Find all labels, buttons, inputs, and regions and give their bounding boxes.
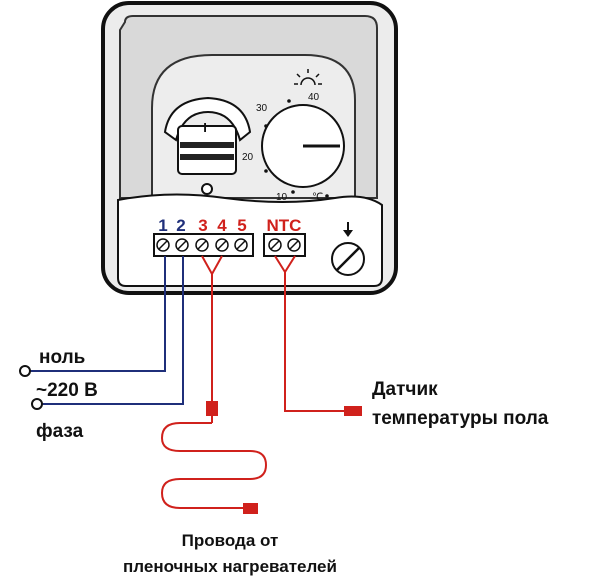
sensor-wire — [274, 255, 345, 412]
adjust-screw — [331, 222, 365, 276]
power-switch: I — [163, 96, 252, 195]
scale-20: 20 — [242, 152, 254, 163]
scale-10: 10 — [276, 192, 288, 203]
heater-wire — [160, 255, 268, 509]
power-led — [201, 183, 213, 195]
heater-end-connector-icon — [243, 503, 258, 514]
supply-wires — [30, 256, 184, 405]
phase-wire — [40, 256, 184, 405]
terminal-block-ntc — [263, 233, 306, 257]
sensor-label-line1: Датчик — [372, 379, 438, 400]
neutral-label: ноль — [39, 347, 85, 368]
sensor-probe-icon — [344, 406, 362, 416]
terminal-number-4: 4 — [217, 216, 227, 235]
terminal-block-main — [153, 233, 254, 257]
ntc-label: NTC — [267, 216, 302, 235]
neutral-terminal-icon — [19, 365, 31, 377]
sun-icon — [294, 69, 322, 86]
terminal-number-1: 1 — [158, 216, 167, 235]
phase-terminal-icon — [31, 398, 43, 410]
terminal-numbers: 1 2 3 4 5 NTC — [158, 216, 301, 235]
power-mark: I — [203, 120, 207, 135]
terminal-number-5: 5 — [237, 216, 246, 235]
sensor-label-line2: температуры пола — [372, 408, 549, 429]
heaters-label-line2: пленочных нагревателей — [123, 557, 337, 576]
neutral-wire — [30, 256, 166, 372]
phase-label: фаза — [36, 421, 84, 442]
heater-connector-icon — [206, 401, 218, 416]
heaters-label-line1: Провода от — [182, 531, 279, 550]
scale-30: 30 — [256, 103, 268, 114]
terminal-number-3: 3 — [198, 216, 207, 235]
voltage-label: ~220 В — [36, 380, 98, 401]
scale-40: 40 — [308, 92, 320, 103]
temperature-dial: 30 20 10 40 ℃ — [242, 69, 345, 203]
scale-unit: ℃ — [312, 192, 323, 203]
terminal-number-2: 2 — [176, 216, 185, 235]
